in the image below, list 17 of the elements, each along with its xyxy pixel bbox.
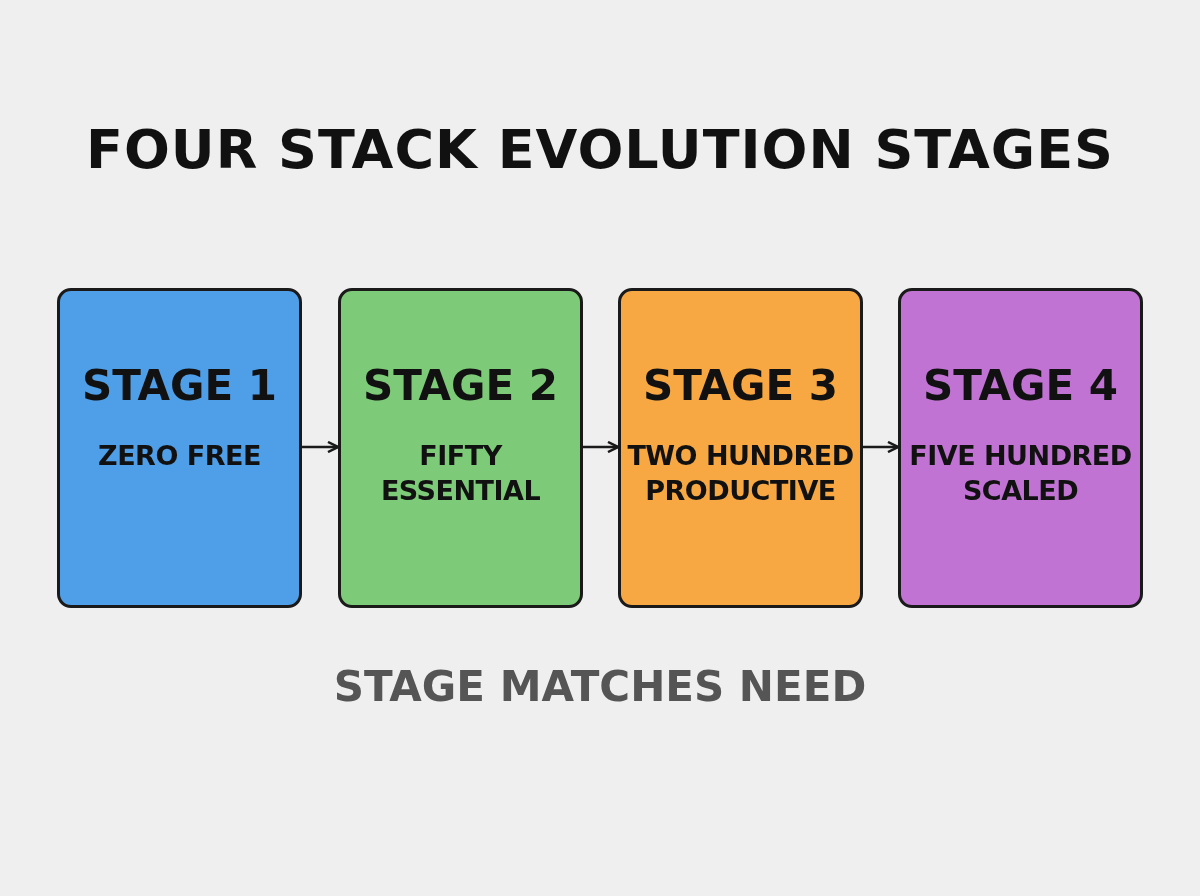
stage-description: TWO HUNDRED PRODUCTIVE — [627, 439, 854, 509]
stage-description: ZERO FREE — [98, 439, 261, 473]
diagram-caption: STAGE MATCHES NEED — [333, 662, 867, 711]
stage-heading: STAGE 3 — [642, 361, 839, 410]
stage-card — [57, 288, 302, 608]
diagram-title: FOUR STACK EVOLUTION STAGES — [86, 118, 1114, 181]
arrow — [863, 440, 900, 454]
stage-card — [338, 288, 583, 608]
stage-card — [618, 288, 863, 608]
arrow — [583, 440, 620, 454]
stage-description: FIFTY ESSENTIAL — [379, 439, 542, 509]
stage-heading: STAGE 1 — [81, 361, 278, 410]
stage-heading: STAGE 2 — [362, 361, 559, 410]
arrow — [302, 440, 340, 454]
stage-description: FIVE HUNDRED SCALED — [908, 439, 1133, 509]
stage-heading: STAGE 4 — [922, 361, 1119, 410]
stage-card — [898, 288, 1143, 608]
